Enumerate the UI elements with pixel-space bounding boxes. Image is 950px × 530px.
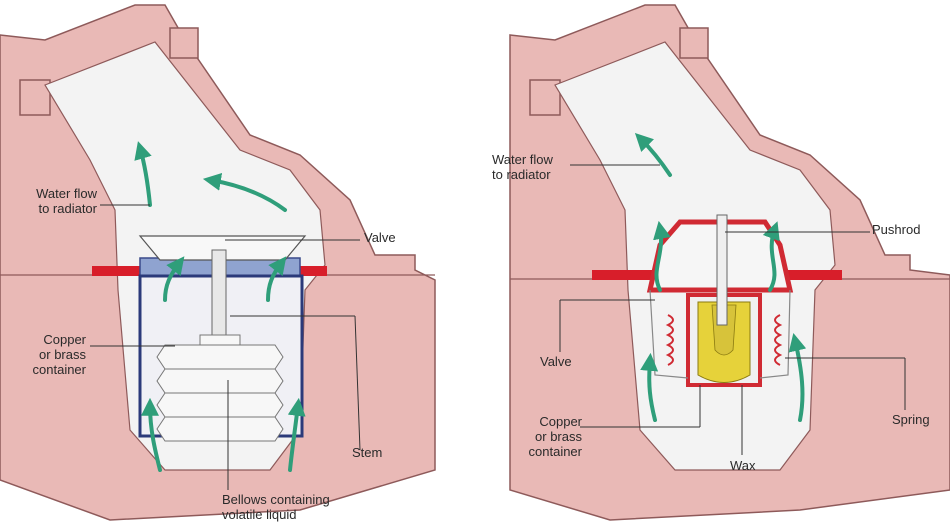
right-label-spring: Spring: [892, 412, 930, 427]
right-label-water-flow: Water flow to radiator: [492, 152, 553, 182]
right-label-container: Copper or brass container: [528, 414, 582, 459]
left-lug: [169, 27, 199, 59]
right-lug: [679, 27, 709, 59]
right-spring: [665, 314, 783, 366]
left-flow-arrows: [134, 141, 306, 472]
left-stem: [211, 249, 227, 341]
right-label-wax: Wax: [730, 458, 756, 473]
right-pushrod: [716, 214, 728, 326]
right-leaders: [559, 164, 906, 455]
left-bellows: [156, 334, 284, 442]
left-leaders: [90, 204, 361, 490]
left-label-bellows: Bellows containing volatile liquid: [222, 492, 330, 522]
right-label-pushrod: Pushrod: [872, 222, 921, 237]
left-label-container: Copper or brass container: [32, 332, 86, 377]
left-label-water-flow: Water flow to radiator: [36, 186, 97, 216]
left-label-valve: Valve: [364, 230, 396, 245]
right-flow-arrows: [634, 132, 807, 422]
right-label-valve: Valve: [540, 354, 572, 369]
left-label-stem: Stem: [352, 445, 383, 460]
right-thermostat: [509, 4, 950, 521]
left-thermostat: [0, 4, 436, 521]
